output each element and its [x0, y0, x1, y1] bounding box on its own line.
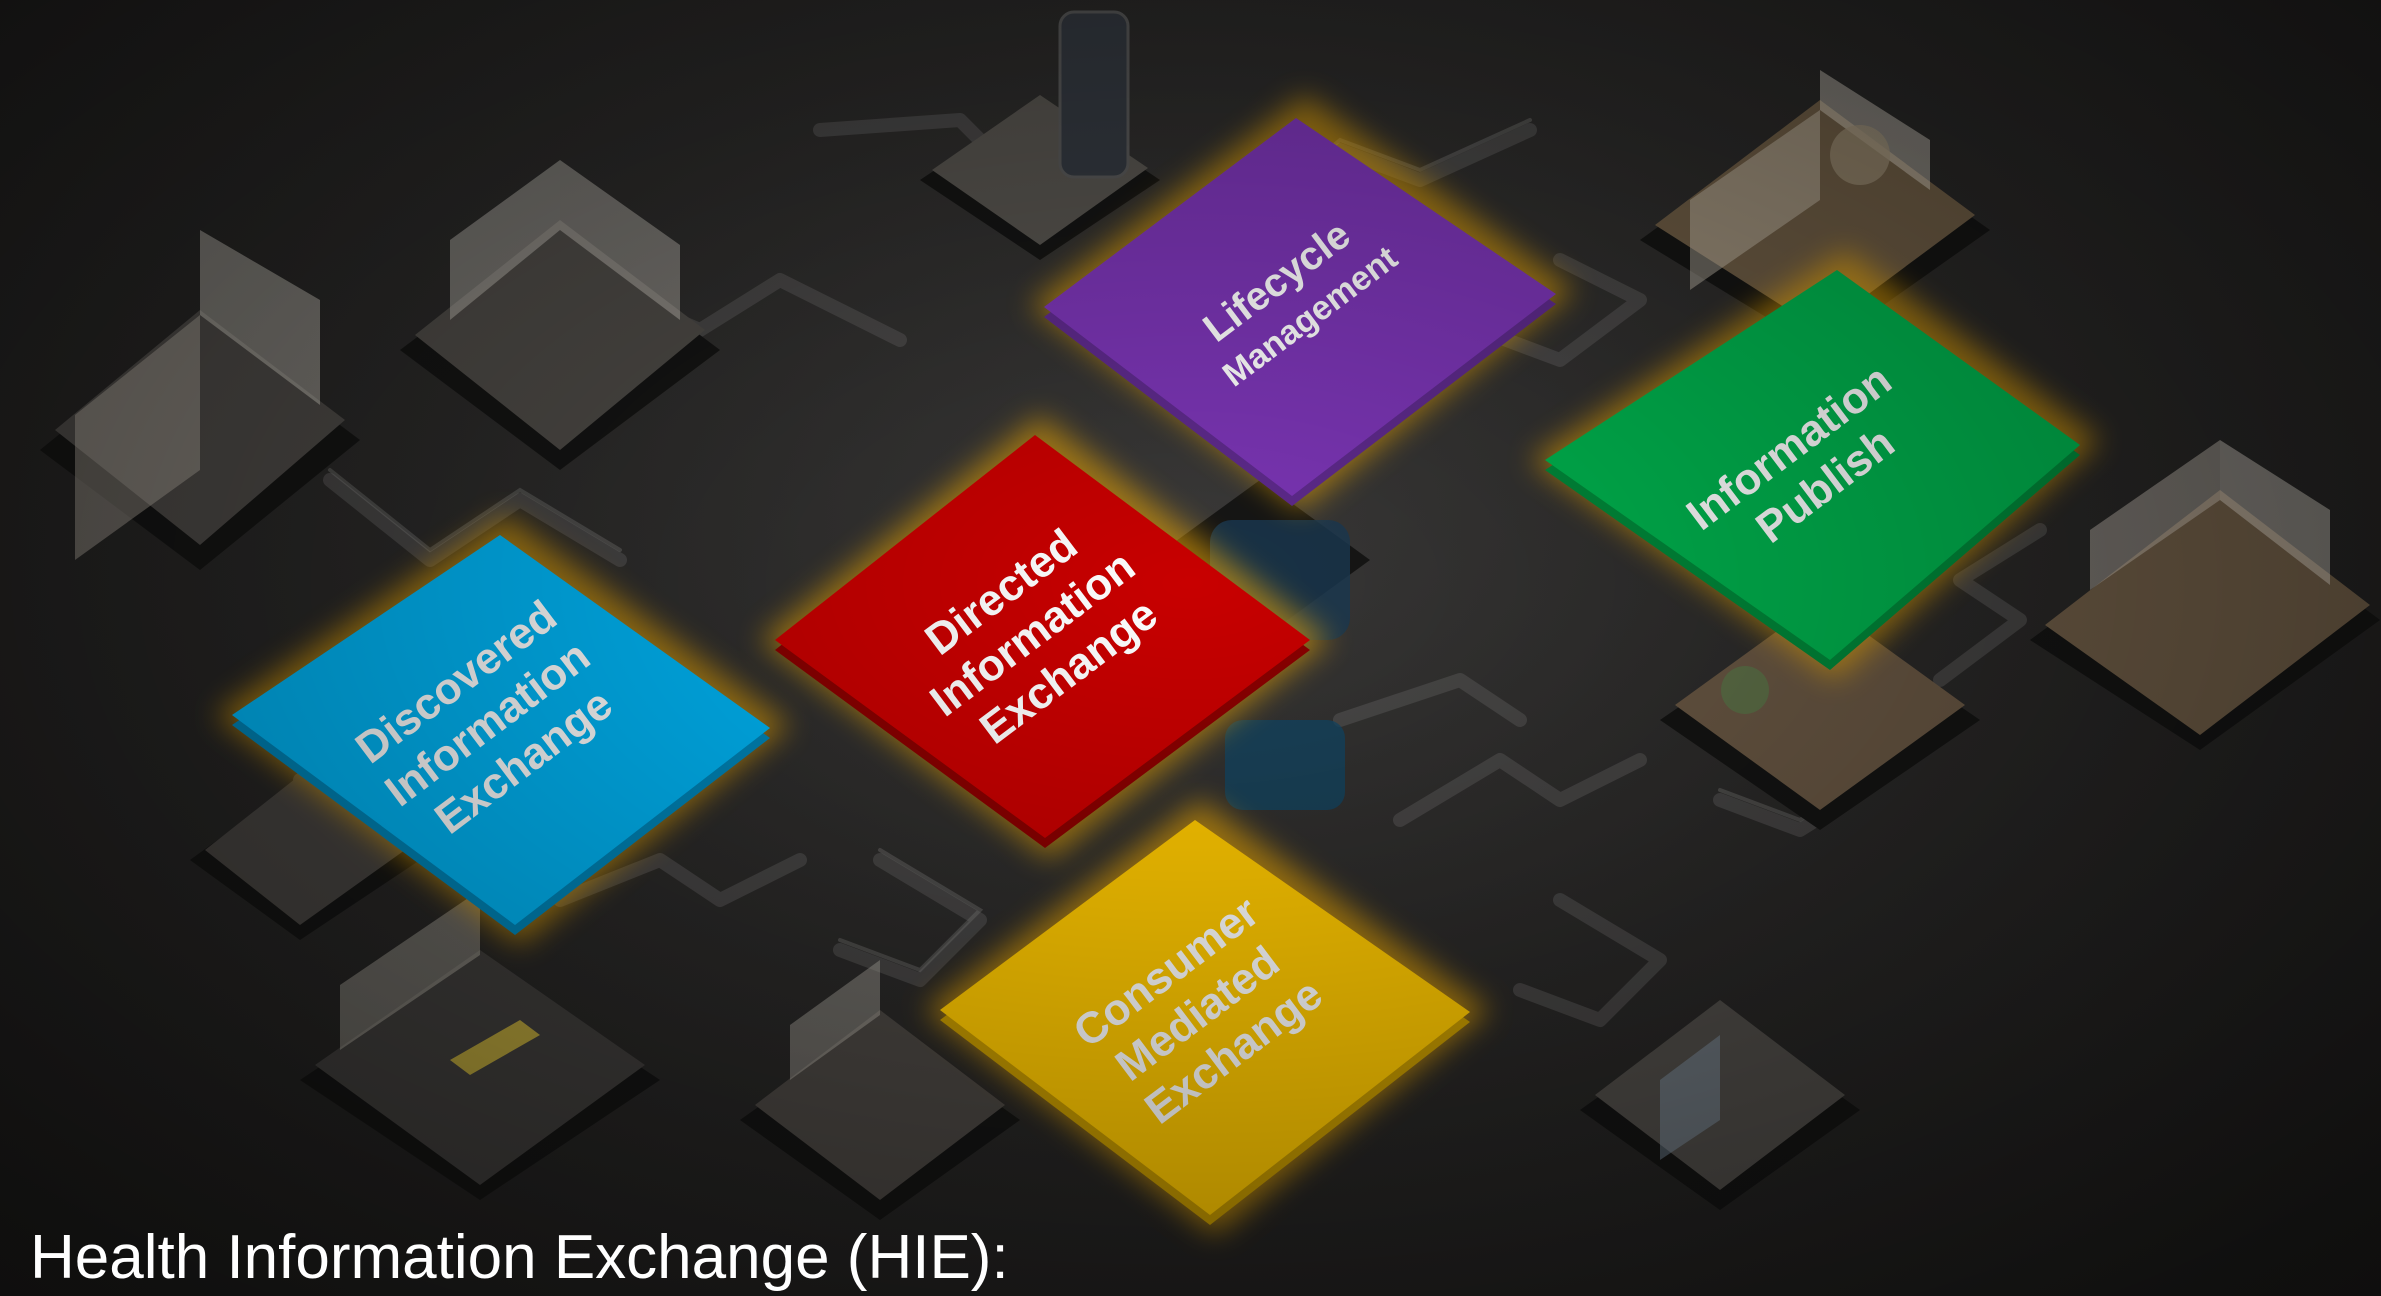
- room-platform: [400, 160, 720, 470]
- room-platform: [300, 890, 660, 1200]
- room-platform: [1580, 1000, 1860, 1210]
- room-platform: [920, 10, 1160, 260]
- tile-consumer-mediated-exchange[interactable]: Consumer Mediated Exchange: [925, 800, 1490, 1235]
- room-platform: [2030, 440, 2380, 750]
- caption-title: Health Information Exchange (HIE):: [30, 1223, 1009, 1292]
- room-platform: [40, 230, 360, 570]
